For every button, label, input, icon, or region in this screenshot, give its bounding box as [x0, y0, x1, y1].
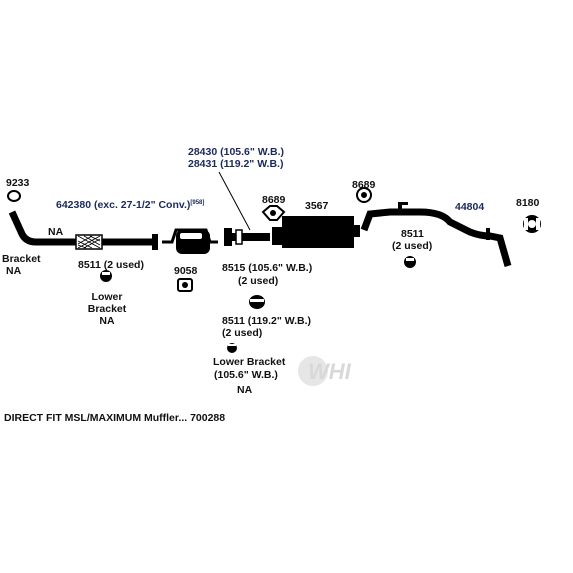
kit-footer-text: DIRECT FIT MSL/MAXIMUM Muffler... 700288 [4, 412, 226, 424]
label-28430: 28430 (105.6" W.B.) [188, 146, 285, 158]
label-8515-2: (2 used) [238, 275, 279, 287]
label-8180: 8180 [516, 197, 540, 209]
gasket-8689-right [356, 187, 372, 203]
gasket-8689-left [261, 205, 286, 221]
label-8511-middle-2: (2 used) [222, 327, 263, 339]
muffler-3567 [272, 216, 360, 248]
gasket-9233 [7, 190, 21, 202]
watermark-text: WHI [308, 359, 352, 384]
label-8511-right-2: (2 used) [392, 240, 433, 252]
label-9058: 9058 [174, 265, 198, 277]
hanger-8511-right [404, 256, 416, 268]
gasket-9058 [177, 278, 193, 292]
leader-line-28430 [218, 171, 251, 231]
label-642380-ref: [958] [190, 200, 205, 206]
label-lower-bracket-left-1: Lower [91, 291, 123, 303]
label-3567: 3567 [305, 200, 329, 212]
label-28431: 28431 (119.2" W.B.) [188, 158, 284, 170]
label-8511-left: 8511 (2 used) [78, 259, 144, 271]
whi-watermark-logo: WHI [298, 356, 352, 386]
label-9233: 9233 [6, 177, 30, 189]
label-8689-right: 8689 [352, 179, 376, 191]
label-lower-bracket-mid-3: NA [237, 384, 253, 396]
label-na-pipe: NA [48, 226, 64, 238]
front-pipe-642380 [8, 210, 158, 250]
catalytic-converter [162, 228, 218, 254]
clamp-8180 [523, 215, 541, 233]
label-lower-bracket-left-2: Bracket [87, 303, 127, 315]
label-8515-1: 8515 (105.6" W.B.) [222, 262, 313, 274]
label-lower-bracket-mid-2: (105.6" W.B.) [214, 369, 278, 381]
label-lower-bracket-mid-1: Lower Bracket [213, 356, 286, 368]
intermediate-pipe [224, 228, 270, 246]
hanger-8511-left [100, 270, 112, 282]
label-642380: 642380 (exc. 27-1/2" Conv.)[958] [56, 199, 205, 211]
label-8689-left: 8689 [262, 194, 286, 206]
label-bracket: Bracket [2, 253, 41, 265]
label-8511-middle-1: 8511 (119.2" W.B.) [222, 315, 312, 327]
label-44804: 44804 [455, 201, 485, 213]
label-lower-bracket-left: Lower Bracket NA [84, 291, 130, 327]
tailpipe-44804 [360, 202, 512, 267]
label-bracket-na: NA [6, 265, 22, 277]
hanger-8515 [249, 295, 265, 309]
label-8511-right-1: 8511 [401, 228, 424, 240]
label-lower-bracket-left-3: NA [99, 315, 115, 327]
